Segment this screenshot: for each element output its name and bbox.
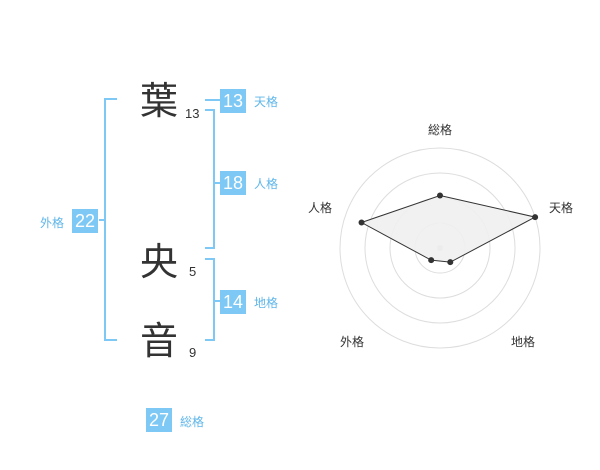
chikaku-label: 地格	[254, 296, 279, 310]
radar-point-1	[532, 214, 539, 221]
radar-point-0	[437, 192, 443, 199]
radar-axis-label-soukaku: 総格	[428, 123, 453, 137]
stroke-count-3: 9	[189, 345, 197, 360]
radar-axis-label-tenkaku: 天格	[549, 201, 574, 215]
radar-point-4	[358, 219, 365, 226]
jinkaku-label: 人格	[254, 177, 279, 191]
stroke-count-2: 5	[189, 264, 197, 279]
gaikaku-label: 外格	[40, 216, 65, 230]
tenkaku-badge: 13	[220, 89, 247, 113]
radar-area	[360, 194, 537, 263]
chikaku-bracket	[205, 258, 215, 341]
jinkaku-badge: 18	[220, 171, 247, 195]
radar-point-3	[428, 257, 435, 264]
soukaku-badge: 27	[146, 408, 173, 432]
chikaku-badge: 14	[220, 290, 247, 314]
name-char-3: 音	[140, 319, 179, 363]
radar-axis-label-chikaku: 地格	[511, 335, 536, 349]
stroke-count-1: 13	[185, 106, 200, 121]
tenkaku-label: 天格	[254, 95, 279, 109]
name-char-1: 葉	[140, 79, 179, 123]
gaikaku-badge: 22	[72, 209, 99, 233]
name-char-2: 央	[140, 240, 179, 284]
jinkaku-bracket	[205, 109, 215, 249]
radar-axis-label-gaikaku: 外格	[340, 335, 365, 349]
radar-axis-label-jinkaku: 人格	[308, 201, 333, 215]
radar-ring	[364, 172, 516, 324]
soukaku-label: 総格	[180, 415, 205, 429]
radar-ring	[339, 147, 541, 349]
radar-point-2	[447, 259, 454, 266]
